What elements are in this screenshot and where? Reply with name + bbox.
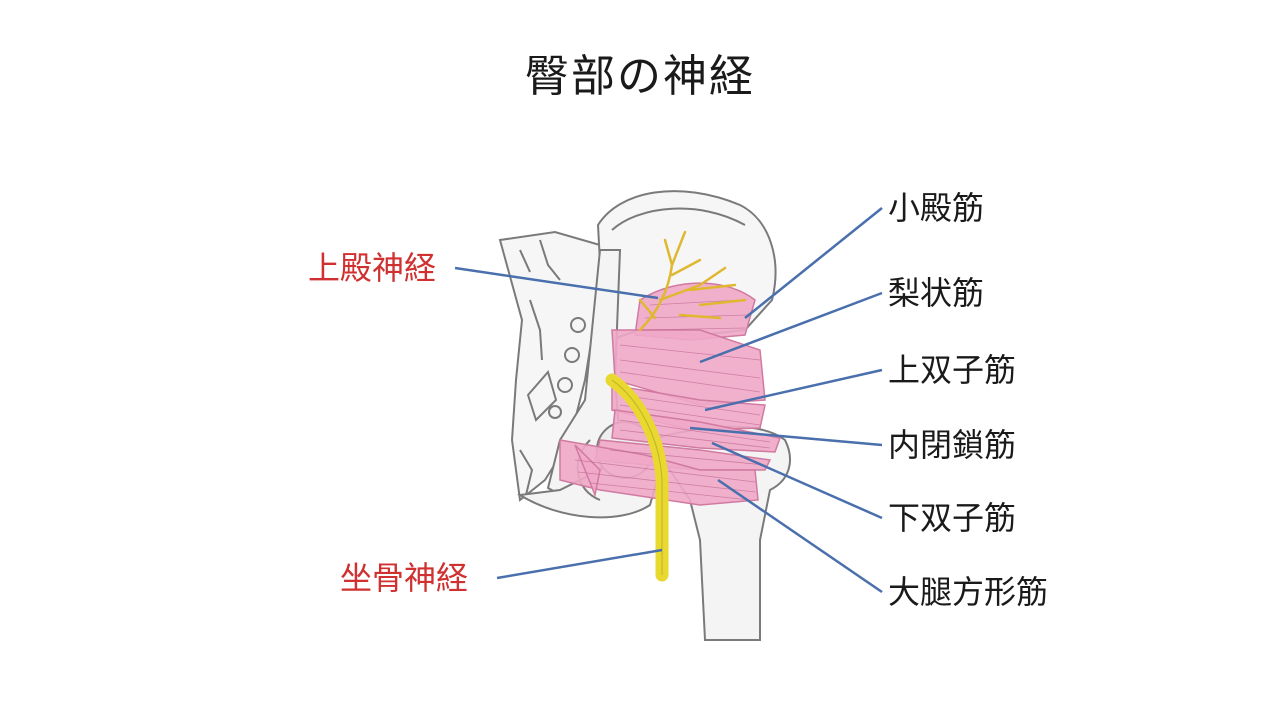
label-superior-gluteal-nerve: 上殿神経 [308, 249, 437, 287]
label-obturator-internus: 内閉鎖筋 [888, 426, 1017, 464]
slide-title: 臀部の神経 [525, 51, 755, 102]
label-sciatic-nerve: 坐骨神経 [340, 559, 469, 597]
sacrum [498, 230, 602, 502]
superior-gluteal-nerve [638, 230, 747, 332]
label-piriformis: 梨状筋 [888, 274, 985, 312]
label-inferior-gemellus: 下双子筋 [888, 499, 1017, 537]
muscles [559, 282, 781, 506]
label-quadratus-femoris: 大腿方形筋 [888, 573, 1049, 611]
muscle-striations [574, 299, 771, 501]
leader-lines [454, 207, 883, 594]
label-superior-gemellus: 上双子筋 [888, 351, 1017, 389]
label-gluteus-minimus: 小殿筋 [888, 189, 985, 227]
